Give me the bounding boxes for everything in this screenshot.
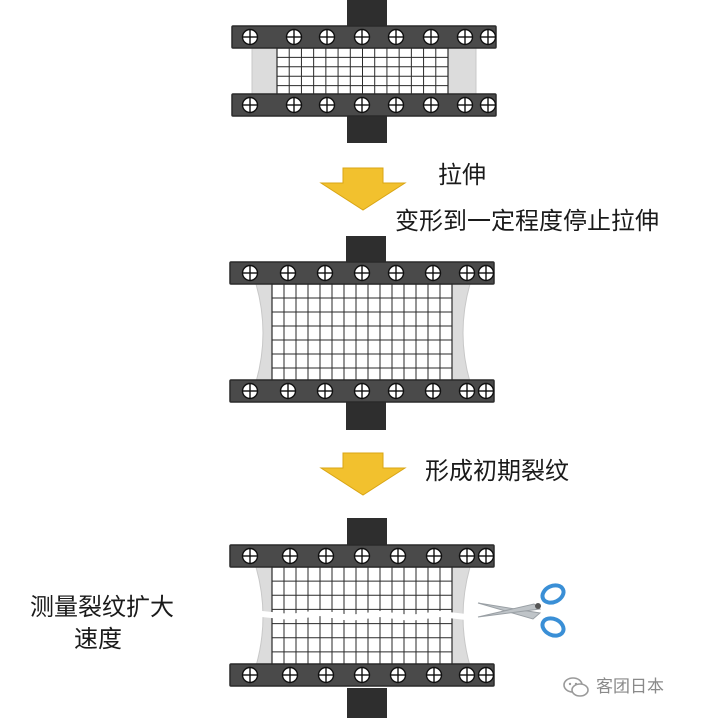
bottom-drive-block [346, 402, 386, 430]
top-drive-block [346, 236, 386, 265]
down-arrow-icon [319, 167, 407, 211]
fixture-cracked [229, 518, 495, 718]
fixture-initial [231, 0, 497, 143]
scissors-handle [540, 583, 566, 605]
scissors-pivot [535, 603, 541, 609]
step-stop-stretch-label: 变形到一定程度停止拉伸 [395, 207, 659, 235]
measure-label-line2: 速度 [74, 625, 122, 653]
watermark: 客团日本 [562, 676, 664, 698]
step-stretch-label: 拉伸 [438, 161, 486, 189]
fixture-stretched [229, 236, 495, 430]
top-drive-block [347, 518, 387, 548]
specimen-grid [271, 283, 453, 383]
bottom-drive-block [347, 688, 387, 718]
crack-line [259, 609, 469, 622]
top-drive-block [347, 0, 387, 28]
wechat-logo-icon [563, 677, 589, 697]
specimen-grid [276, 47, 449, 96]
step-initial-crack-label: 形成初期裂纹 [425, 457, 569, 485]
down-arrow-icon [319, 452, 407, 496]
bottom-drive-block [347, 116, 387, 143]
watermark-text: 客团日本 [596, 677, 664, 697]
grid-frame [271, 283, 453, 383]
scissors-icon [477, 583, 566, 638]
measure-label-line1: 测量裂纹扩大 [30, 593, 174, 621]
scissors-handle [540, 616, 566, 638]
